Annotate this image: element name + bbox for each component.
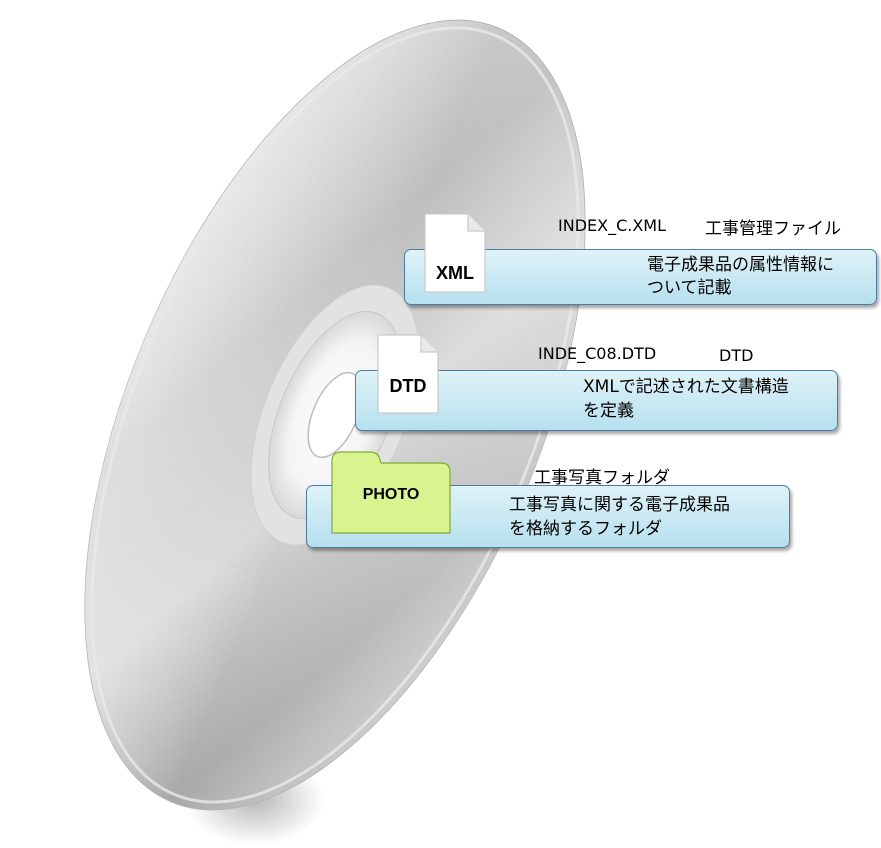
dtd-desc-line1: XMLで記述された文書構造 [583, 377, 789, 397]
dtd-icon-label: DTD [389, 376, 427, 396]
xml-desc-line2: ついて記載 [647, 278, 732, 298]
xml-title-label: 工事管理ファイル [705, 219, 841, 239]
dtd-file-icon: DTD [377, 334, 439, 414]
dtd-title-label: DTD [719, 346, 754, 365]
dtd-desc-line2: を定義 [583, 401, 634, 421]
xml-filename-label: INDEX_C.XML [558, 216, 667, 235]
photo-desc-line1: 工事写真に関する電子成果品 [509, 495, 730, 515]
photo-folder-icon: PHOTO [331, 451, 451, 534]
xml-icon-label: XML [436, 263, 474, 283]
photo-info-box: 工事写真に関する電子成果品 を格納するフォルダ [306, 485, 790, 548]
photo-icon-label: PHOTO [362, 486, 420, 503]
xml-file-icon: XML [424, 213, 486, 293]
photo-title-label: 工事写真フォルダ [534, 468, 670, 488]
photo-desc-line2: を格納するフォルダ [509, 519, 662, 539]
dtd-filename-label: INDE_C08.DTD [538, 344, 657, 363]
xml-desc-line1: 電子成果品の属性情報に [647, 255, 834, 275]
